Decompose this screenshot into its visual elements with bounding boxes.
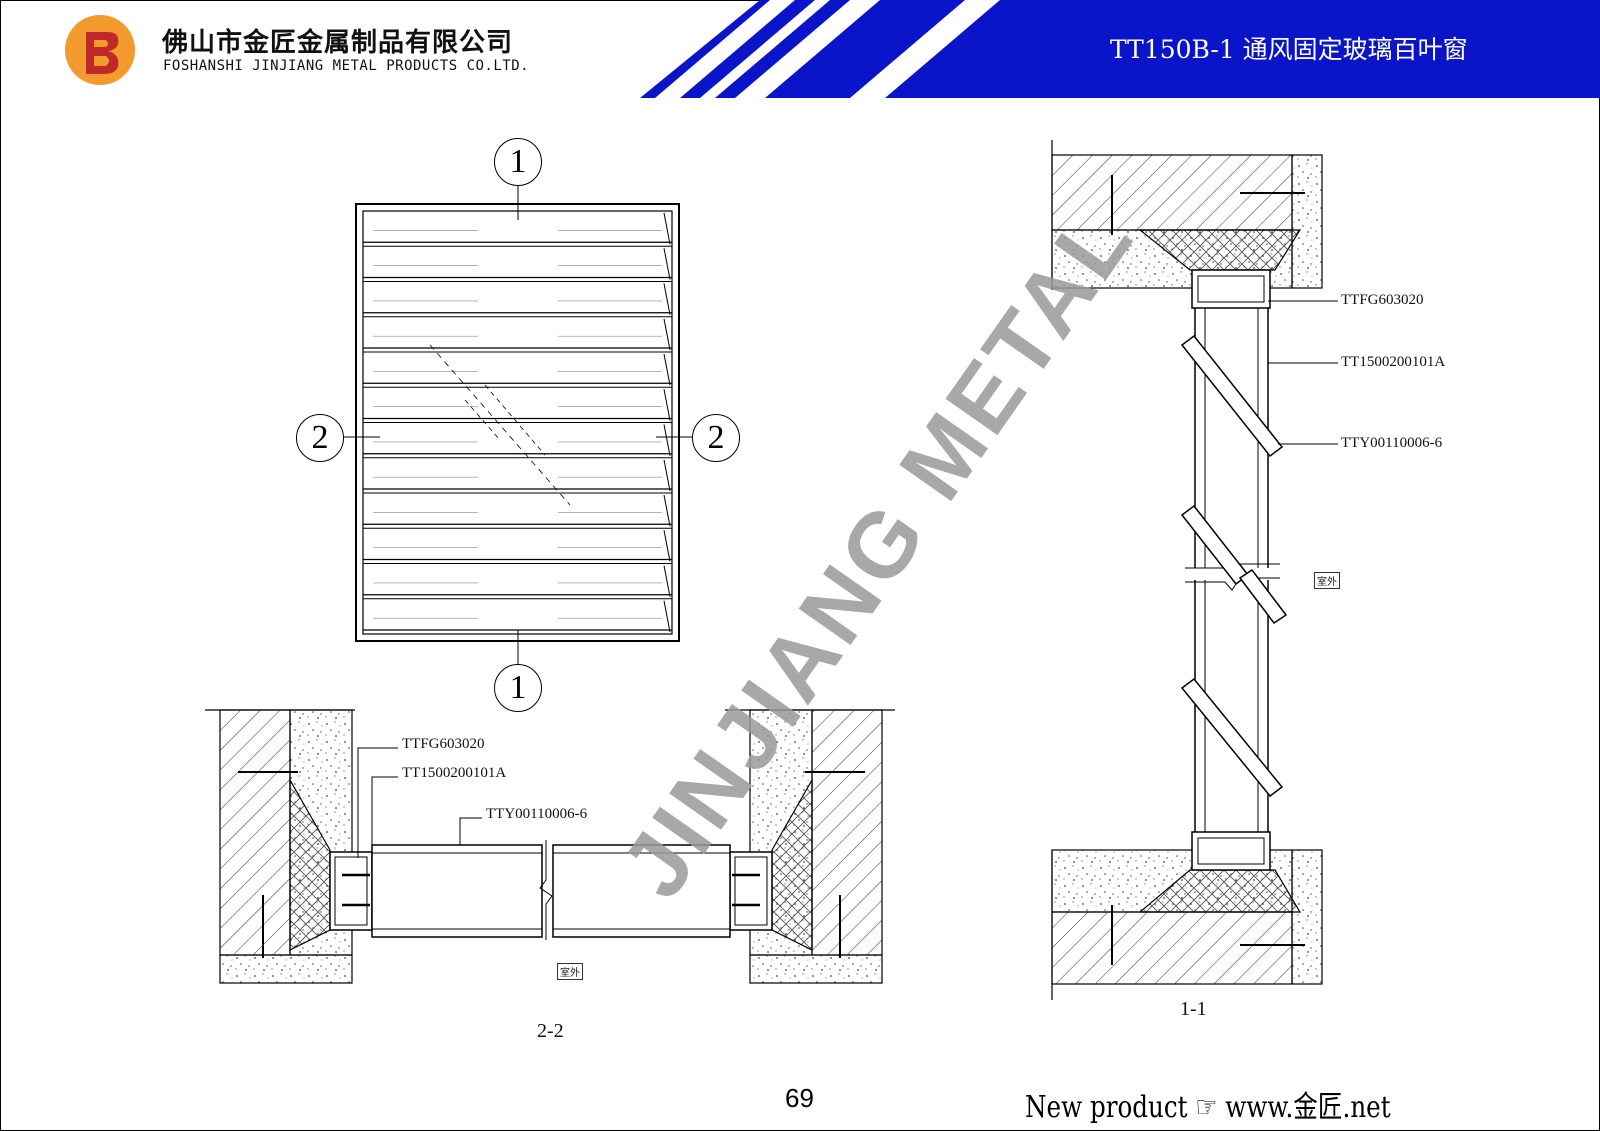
company-name-en: FOSHANSHI JINJIANG METAL PRODUCTS CO.LTD… — [163, 58, 530, 74]
elevation-view — [344, 186, 692, 664]
callout-bottom: 1 — [494, 664, 542, 712]
header: 佛山市金匠金属制品有限公司 FOSHANSHI JINJIANG METAL P… — [0, 0, 1600, 100]
louver-blade-tick — [663, 318, 671, 351]
louver-blade-tick — [663, 212, 671, 245]
section-2-2-blade-label: TTY00110006-6 — [486, 806, 588, 822]
louver-blade-tick — [663, 353, 671, 386]
louver-blade-tick — [663, 600, 671, 633]
louver-blade-tick — [663, 389, 671, 421]
louver-blade-tick — [663, 283, 671, 315]
company-name-cn: 佛山市金匠金属制品有限公司 — [162, 28, 514, 58]
section-1-1-frame-label: TTFG603020 — [1341, 292, 1424, 308]
louver-blade-tick — [663, 494, 671, 527]
louver-blade-tick — [663, 459, 671, 492]
section-2-2-title: 2-2 — [537, 1020, 564, 1042]
footer-website-link[interactable]: New product ☞ www.金匠.net — [1025, 1090, 1391, 1125]
section-1-1-title: 1-1 — [1180, 998, 1207, 1020]
header-banner — [640, 0, 1600, 98]
section-2-2-mullion-label: TT1500200101A — [402, 765, 507, 781]
callout-right: 2 — [692, 414, 740, 462]
louver-blade-tick — [663, 424, 671, 456]
section-1-1-mullion-label: TT1500200101A — [1341, 354, 1446, 370]
jinjiang-logo-icon — [65, 15, 135, 85]
louver-blade-tick — [663, 248, 671, 280]
section-1-1-blade-label: TTY00110006-6 — [1341, 435, 1443, 451]
louver-blade-tick — [663, 530, 671, 562]
section-1-1 — [1051, 140, 1338, 1000]
page-number: 69 — [785, 1083, 814, 1113]
section-1-1-outside-tag: 室外 — [1314, 572, 1340, 589]
document-title: TT150B-1 通风固定玻璃百叶窗 — [1110, 35, 1468, 64]
section-2-2-outside-tag: 室外 — [557, 963, 583, 980]
louver-blade-tick — [663, 565, 671, 597]
section-blades — [1180, 334, 1288, 798]
section-2-2 — [205, 709, 895, 984]
louver-blades — [363, 212, 672, 635]
callout-top: 1 — [494, 138, 542, 186]
callout-left: 2 — [296, 414, 344, 462]
section-2-2-frame-label: TTFG603020 — [402, 736, 485, 752]
